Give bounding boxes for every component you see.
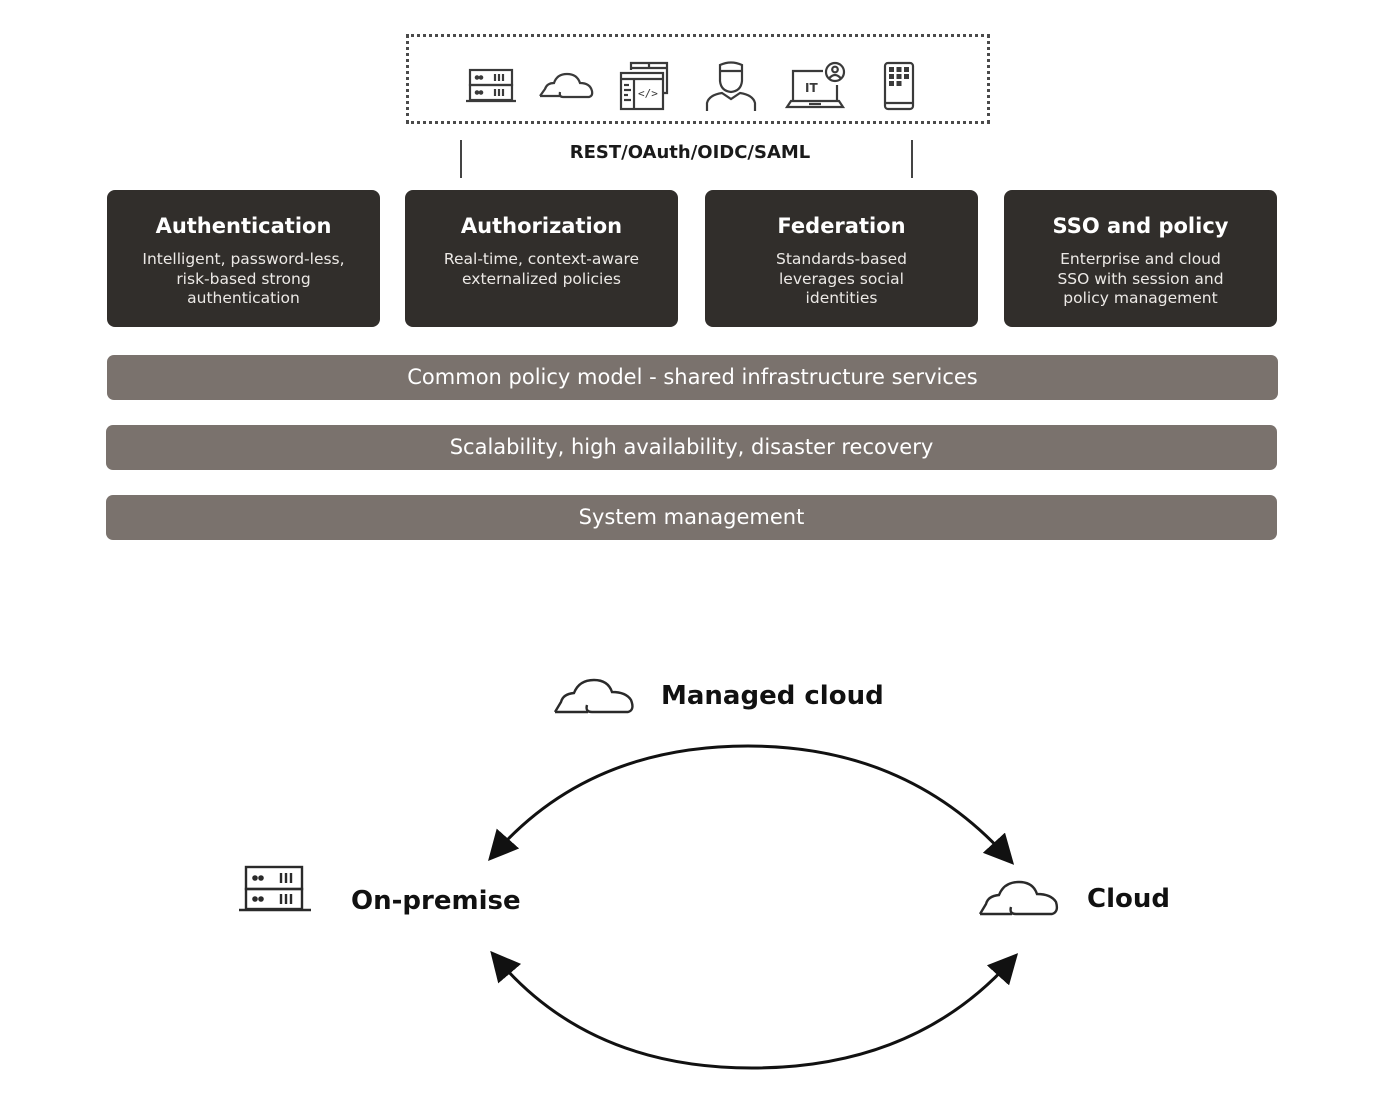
it-laptop-icon: IT: [784, 61, 847, 111]
arrow-managed-to-onpremise: [488, 744, 749, 861]
clients-group: </> IT: [406, 34, 990, 124]
arrow-managed-to-cloud: [747, 744, 1015, 865]
user-icon: [705, 61, 757, 111]
arrow-bottom-to-cloud: [751, 953, 1019, 1070]
service-card-authorization: Authorization Real-time, context-aware e…: [405, 190, 678, 327]
service-card-federation: Federation Standards-based leverages soc…: [705, 190, 978, 327]
card-description: Intelligent, password-less, risk-based s…: [142, 250, 345, 307]
card-title: SSO and policy: [1052, 214, 1229, 238]
service-card-sso-policy: SSO and policy Enterprise and cloud SSO …: [1004, 190, 1277, 327]
cloud-icon: [537, 61, 597, 111]
card-title: Federation: [777, 214, 906, 238]
cloud-label: Cloud: [1087, 884, 1170, 914]
protocol-label: REST/OAuth/OIDC/SAML: [569, 142, 811, 163]
card-title: Authentication: [155, 214, 332, 238]
connector-line-right: [911, 140, 913, 178]
managed-cloud-label: Managed cloud: [661, 681, 884, 711]
svg-text:</>: </>: [638, 87, 658, 100]
on-premise-label: On-premise: [351, 886, 521, 916]
code-window-icon: </>: [619, 61, 671, 111]
layer-scalability: Scalability, high availability, disaster…: [106, 425, 1277, 470]
svg-text:IT: IT: [805, 81, 818, 95]
card-description: Enterprise and cloud SSO with session an…: [1057, 250, 1224, 307]
card-description: Standards-based leverages social identit…: [776, 250, 907, 307]
managed-cloud-icon: [552, 674, 638, 716]
card-title: Authorization: [460, 214, 623, 238]
layer-system-management: System management: [106, 495, 1277, 540]
server-icon: [465, 61, 517, 111]
layer-common-policy: Common policy model - shared infrastruct…: [107, 355, 1278, 400]
card-description: Real-time, context-aware externalized po…: [443, 250, 640, 288]
on-premise-server-icon: [238, 864, 312, 914]
service-card-authentication: Authentication Intelligent, password-les…: [107, 190, 380, 327]
connector-line-left: [460, 140, 462, 178]
cloud-node-icon: [977, 876, 1061, 918]
arrow-bottom-to-onpremise: [490, 950, 753, 1070]
mobile-app-icon: [881, 61, 917, 111]
